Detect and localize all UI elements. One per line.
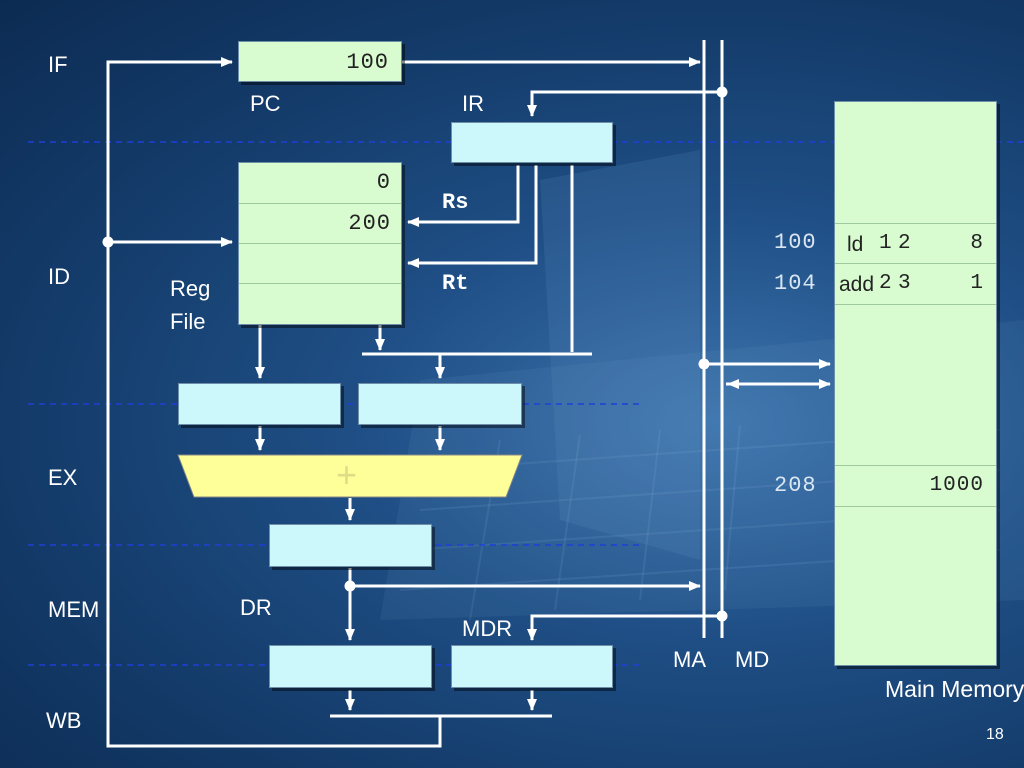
wire-ir-rs (407, 165, 520, 227)
memory-a-104: 2 (879, 272, 893, 295)
memory-row-104: add 2 3 1 (835, 263, 996, 305)
mdr-label: MDR (462, 616, 513, 641)
ir-label: IR (462, 91, 484, 116)
junction-dr (344, 580, 356, 592)
memory-c-104: 1 (970, 272, 984, 295)
memory-op-100: ld (847, 233, 864, 256)
reg-cell-0: 0 (239, 163, 401, 203)
memory-value-208: 1000 (929, 474, 984, 497)
rt-label: Rt (442, 271, 469, 296)
junction-md-top (716, 86, 728, 98)
ma-label: MA (673, 647, 706, 672)
reg-value-0: 0 (376, 170, 391, 195)
wire-md-to-mdr (527, 614, 722, 641)
memory-row-100: ld 1 2 8 (835, 223, 996, 264)
register-file: 0 200 (238, 162, 402, 325)
memory-addr-104: 104 (774, 271, 817, 296)
junction-md-bottom (716, 610, 728, 622)
alu-plus-icon: + (336, 454, 358, 495)
reg-file-label-line2: File (170, 309, 206, 334)
memory-b-100: 2 (898, 232, 912, 255)
pc-register: 100 (238, 41, 402, 82)
pc-value: 100 (346, 50, 389, 75)
memory-c-100: 8 (970, 232, 984, 255)
stage-label-ex: EX (48, 465, 78, 490)
wire-wb-loop (106, 57, 442, 748)
reg-file-label-line1: Reg (170, 276, 211, 301)
stage-label-if: IF (48, 52, 68, 77)
wire-md-to-ir (527, 90, 722, 117)
memory-op-104: add (839, 273, 875, 296)
junction-ma-mid (698, 358, 710, 370)
dr-label: DR (240, 595, 272, 620)
memory-b-104: 3 (898, 272, 912, 295)
memory-a-100: 1 (879, 232, 893, 255)
page-number: 18 (986, 726, 1004, 743)
junction-loop (102, 236, 114, 248)
reg-value-1: 200 (348, 211, 391, 236)
md-label: MD (735, 647, 770, 672)
memory-addr-208: 208 (774, 473, 817, 498)
mdr-register (451, 645, 613, 688)
reg-cell-1: 200 (239, 203, 401, 243)
dr-register (269, 524, 432, 567)
reg-cell-3 (239, 283, 401, 325)
rs-label: Rs (442, 190, 469, 215)
stage-label-id: ID (48, 264, 70, 289)
stage-label-mem: MEM (48, 597, 100, 622)
reg-cell-2 (239, 243, 401, 283)
wire-ir-rt (407, 165, 538, 268)
pc-label: PC (250, 91, 281, 116)
memory-row-208: 1000 (835, 465, 996, 507)
main-memory-label: Main Memory (885, 676, 1024, 702)
stage-label-wb: WB (46, 708, 82, 733)
operand-register-b (358, 383, 522, 425)
main-memory: ld 1 2 8 add 2 3 1 1000 (834, 101, 997, 666)
wb-register-left (269, 645, 432, 688)
memory-addr-100: 100 (774, 230, 817, 255)
operand-register-a (178, 383, 341, 425)
alu-unit (177, 454, 523, 498)
ir-register (451, 122, 613, 163)
